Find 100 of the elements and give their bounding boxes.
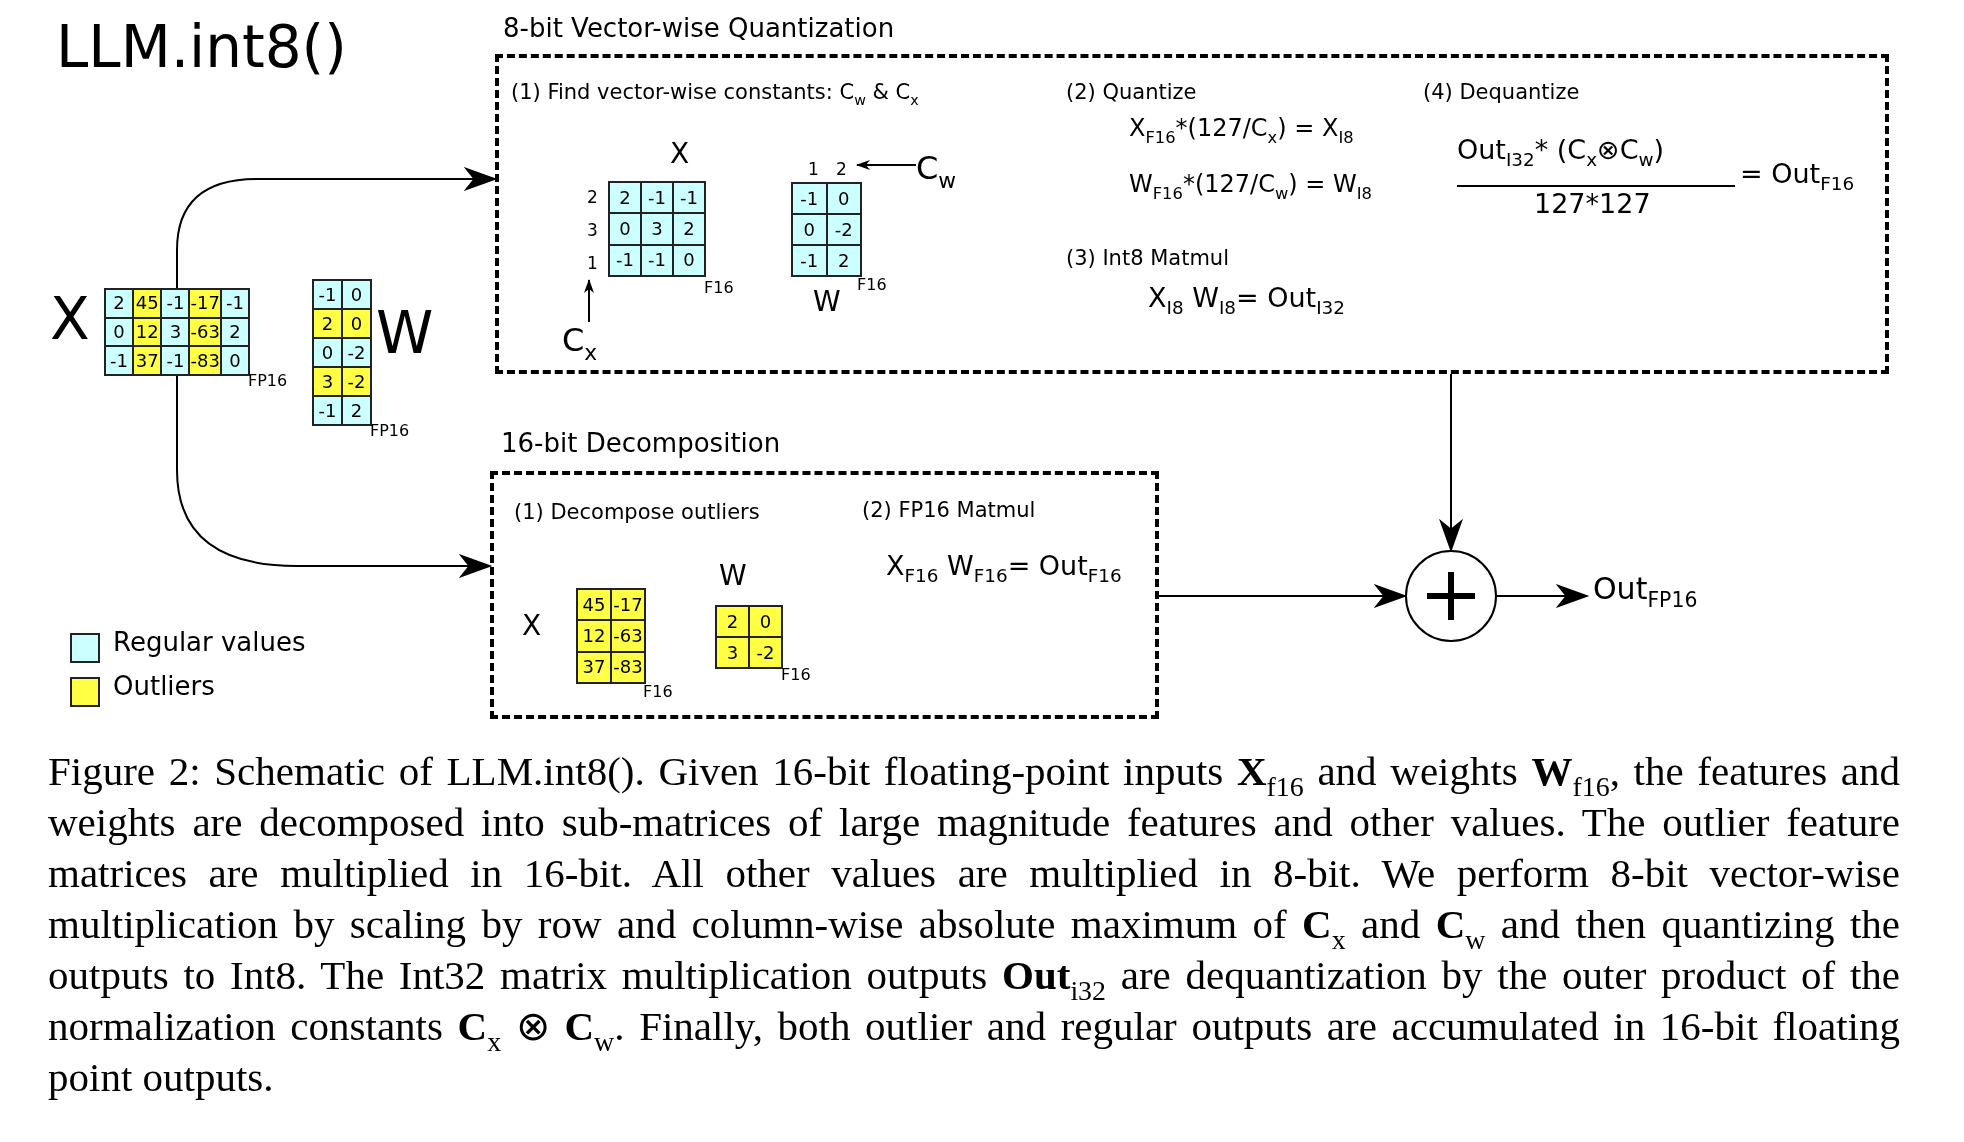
matrix-cell: 0 — [343, 281, 370, 308]
matrix-cell: 2 — [717, 607, 748, 636]
matrix-cell: -2 — [750, 638, 781, 667]
matrix — [312, 279, 372, 426]
matrix-cell: -63 — [612, 621, 644, 651]
matrix-cell: -1 — [106, 347, 133, 374]
matrix-cell: 3 — [717, 638, 748, 667]
matrix-cell: 0 — [314, 339, 341, 366]
matrix-name: W — [719, 560, 747, 593]
matrix-cell: -63 — [190, 318, 220, 346]
legend-label: Outliers — [113, 672, 215, 702]
row-constant: 2 — [587, 188, 598, 208]
matrix-cell: -1 — [221, 290, 248, 317]
row-constant: 1 — [587, 254, 598, 274]
dtype-label: FP16 — [370, 422, 410, 441]
dtype-label: FP16 — [248, 372, 288, 391]
matrix-cell: -2 — [827, 215, 860, 244]
diagram-label: X$_{F16}$*(127/C$_{x}$) = X$_{I8}$ — [1129, 115, 1354, 143]
diagram-label: 127*127 — [1534, 188, 1651, 220]
matrix-cell: 3 — [314, 368, 341, 395]
diagram-title: LLM.int8() — [56, 14, 347, 81]
arrow — [1439, 373, 1463, 553]
matrix-cell: -2 — [343, 339, 370, 366]
matrix-cell: 2 — [610, 183, 640, 213]
matrix-cell: -17 — [190, 290, 220, 317]
matrix-name: X — [670, 138, 690, 171]
matrix-cell: 0 — [750, 607, 781, 636]
matrix-cell: 12 — [578, 621, 610, 651]
matrix-cell: 2 — [343, 397, 370, 424]
figure-caption: Figure 2: Schematic of LLM.int8(). Given 16-bit floating-point inputs X$_{f16}$ and weights W$_{f16}$, the features and weights are decomposed into sub-matrices of large magnitude features and other values. The outlier feature matrices are multiplied in 16-bit. All other values are multiplied in 8-bit. We perform 8-bit vector-wise multiplication by scaling by row and column-wise absolute maximum of C$_{x}$ and C$_{w}$ and then quantizing the outputs to Int8. The Int32 matrix multiplication outputs Out$_{i32}$ are dequantization by the outer product of the normalization constants C$_{x}$ ⊗ C$_{w}$. Finally, both outlier and regular outputs are accumulated in 16-bit floating point outputs. — [48, 747, 1900, 1102]
matrix-cell: 0 — [106, 318, 133, 346]
matrix-cell: -1 — [314, 397, 341, 424]
diagram-label: Out$_{I32}$* (C$_{x}$⊗C$_{w}$) — [1457, 134, 1665, 166]
section-heading: 8-bit Vector-wise Quantization — [503, 14, 895, 44]
arrow — [1496, 584, 1590, 608]
matrix-cell: 2 — [314, 310, 341, 337]
diagram-label: (2) Quantize — [1066, 80, 1197, 105]
section-heading: 16-bit Decomposition — [501, 429, 781, 459]
matrix-cell: -2 — [343, 368, 370, 395]
diagram-label: X$_{F16}$ W$_{F16}$= Out$_{F16}$ — [886, 550, 1122, 582]
matrix-cell: 3 — [642, 214, 672, 244]
matrix-cell: 37 — [134, 347, 161, 374]
matrix-cell: 45 — [578, 590, 610, 620]
matrix-cell: -1 — [162, 347, 189, 374]
diagram-label: (4) Dequantize — [1423, 80, 1580, 105]
matrix-cell: 2 — [106, 290, 133, 317]
matrix — [576, 588, 646, 684]
matrix-cell: -1 — [642, 245, 672, 275]
matrix-cell: 0 — [221, 347, 248, 374]
matrix-cell: -17 — [612, 590, 644, 620]
matrix-cell: -1 — [642, 183, 672, 213]
matrix-cell: 3 — [162, 318, 189, 346]
constant-label: C$_{w}$ — [916, 150, 957, 187]
matrix-cell: -1 — [162, 290, 189, 317]
diagram-label: (1) Find vector-wise constants: C$_{w}$ & C$_{x}$ — [511, 80, 919, 105]
dtype-label: F16 — [643, 683, 673, 702]
matrix-cell: 2 — [674, 214, 704, 244]
matrix-cell: -1 — [610, 245, 640, 275]
arrow — [176, 167, 498, 289]
diagram-label: (2) FP16 Matmul — [862, 498, 1036, 523]
matrix-name: W — [813, 286, 841, 319]
matrix-cell: 0 — [610, 214, 640, 244]
matrix-cell: 0 — [793, 215, 826, 244]
matrix-cell: -83 — [612, 652, 644, 682]
matrix-cell: -1 — [314, 281, 341, 308]
diagram-label: = Out$_{F16}$ — [1740, 158, 1855, 190]
column-constant: 1 — [808, 160, 819, 180]
arrow — [176, 375, 493, 578]
legend-label: Regular values — [113, 628, 306, 658]
matrix — [715, 605, 783, 669]
constant-label: C$_{x}$ — [562, 322, 598, 359]
matrix-cell: 0 — [674, 245, 704, 275]
matrix-cell: 45 — [134, 290, 161, 317]
sum-node — [1405, 550, 1497, 642]
dtype-label: F16 — [704, 279, 734, 298]
matrix-cell: 0 — [343, 310, 370, 337]
diagram-label: (3) Int8 Matmul — [1066, 246, 1230, 271]
matrix-cell: 37 — [578, 652, 610, 682]
arrow — [584, 279, 594, 323]
matrix — [791, 182, 862, 277]
arrow — [856, 160, 917, 170]
matrix-cell: 12 — [134, 318, 161, 346]
matrix-cell: -83 — [190, 347, 220, 374]
matrix — [104, 288, 250, 376]
matrix-cell: 2 — [221, 318, 248, 346]
matrix-cell: -1 — [674, 183, 704, 213]
matrix-cell: -1 — [793, 184, 826, 213]
matrix — [608, 181, 706, 277]
matrix-name: X — [50, 286, 90, 353]
matrix-name: X — [522, 610, 542, 643]
dtype-label: F16 — [781, 666, 811, 685]
row-constant: 3 — [587, 221, 598, 241]
diagram-label: X$_{I8}$ W$_{I8}$= Out$_{I32}$ — [1148, 282, 1345, 314]
matrix-cell: -1 — [793, 246, 826, 275]
output-label: Out$_{FP16}$ — [1593, 572, 1698, 607]
column-constant: 2 — [836, 160, 847, 180]
dtype-label: F16 — [857, 276, 887, 295]
matrix-cell: 2 — [827, 246, 860, 275]
diagram-label: W$_{F16}$*(127/C$_{w}$) = W$_{I8}$ — [1129, 171, 1372, 199]
diagram-label: (1) Decompose outliers — [514, 500, 760, 525]
